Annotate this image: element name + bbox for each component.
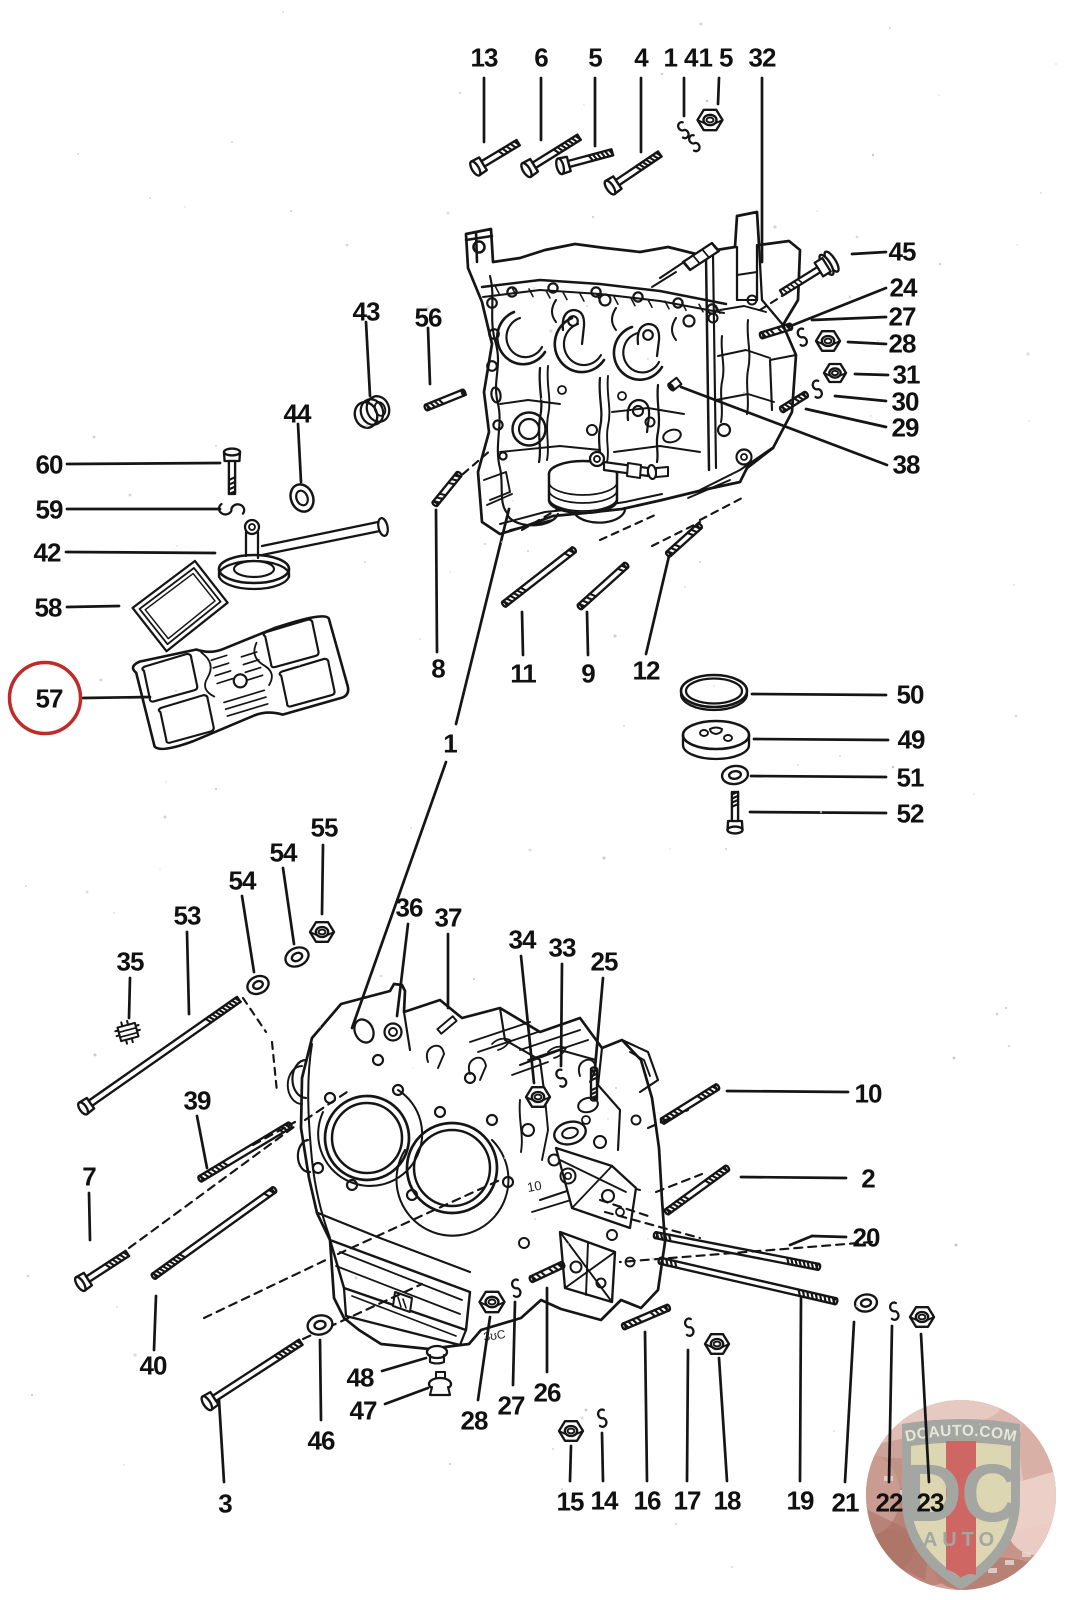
svg-text:19: 19 bbox=[787, 1486, 814, 1516]
svg-text:27: 27 bbox=[889, 302, 916, 332]
svg-text:7: 7 bbox=[82, 1162, 96, 1192]
svg-text:13: 13 bbox=[471, 43, 498, 73]
svg-text:DC: DC bbox=[903, 1448, 1019, 1539]
svg-text:40: 40 bbox=[140, 1351, 167, 1381]
svg-text:18: 18 bbox=[714, 1486, 741, 1516]
svg-text:43: 43 bbox=[353, 297, 380, 327]
svg-text:56: 56 bbox=[415, 303, 442, 333]
svg-text:60: 60 bbox=[36, 450, 63, 480]
svg-text:28: 28 bbox=[889, 329, 916, 359]
svg-text:50: 50 bbox=[897, 680, 924, 710]
svg-text:31: 31 bbox=[893, 360, 920, 390]
svg-text:4: 4 bbox=[634, 43, 649, 73]
svg-text:16: 16 bbox=[634, 1486, 661, 1516]
svg-text:55: 55 bbox=[311, 813, 338, 843]
svg-text:29: 29 bbox=[892, 413, 919, 443]
svg-text:15: 15 bbox=[699, 43, 740, 73]
svg-text:51: 51 bbox=[897, 763, 924, 793]
svg-text:10: 10 bbox=[855, 1079, 882, 1109]
svg-text:8: 8 bbox=[431, 654, 445, 684]
svg-text:46: 46 bbox=[308, 1426, 335, 1456]
svg-text:6: 6 bbox=[534, 43, 548, 73]
svg-text:35: 35 bbox=[117, 947, 144, 977]
svg-text:54: 54 bbox=[270, 838, 298, 868]
svg-text:37: 37 bbox=[435, 903, 462, 933]
svg-text:10: 10 bbox=[526, 1178, 543, 1195]
svg-text:42: 42 bbox=[34, 538, 61, 568]
svg-text:49: 49 bbox=[898, 725, 925, 755]
svg-text:25: 25 bbox=[591, 947, 618, 977]
svg-text:17: 17 bbox=[674, 1486, 701, 1516]
svg-text:28: 28 bbox=[461, 1406, 488, 1436]
svg-text:2: 2 bbox=[861, 1164, 875, 1194]
svg-text:52: 52 bbox=[897, 799, 924, 829]
svg-text:12: 12 bbox=[633, 656, 660, 686]
svg-text:3: 3 bbox=[218, 1489, 232, 1519]
svg-text:14: 14 bbox=[664, 43, 705, 73]
svg-text:59: 59 bbox=[36, 495, 63, 525]
svg-text:14: 14 bbox=[591, 1486, 619, 1516]
svg-text:1: 1 bbox=[443, 729, 457, 759]
svg-text:DCAUTO.COM: DCAUTO.COM bbox=[904, 1422, 1019, 1445]
svg-text:30: 30 bbox=[892, 387, 919, 417]
svg-text:AUTO: AUTO bbox=[923, 1529, 999, 1551]
svg-text:5: 5 bbox=[588, 43, 602, 73]
svg-text:33: 33 bbox=[549, 933, 576, 963]
svg-text:47: 47 bbox=[350, 1396, 377, 1426]
svg-text:54: 54 bbox=[229, 866, 257, 896]
svg-text:23: 23 bbox=[917, 1488, 944, 1518]
svg-text:36: 36 bbox=[396, 893, 423, 923]
svg-text:27: 27 bbox=[498, 1391, 525, 1421]
svg-text:22: 22 bbox=[876, 1488, 903, 1518]
svg-text:26: 26 bbox=[534, 1378, 561, 1408]
svg-text:38: 38 bbox=[893, 450, 920, 480]
svg-text:45: 45 bbox=[889, 237, 916, 267]
svg-text:53: 53 bbox=[174, 901, 201, 931]
svg-text:48: 48 bbox=[347, 1363, 374, 1393]
svg-text:57: 57 bbox=[36, 684, 63, 714]
svg-text:21: 21 bbox=[832, 1488, 859, 1518]
svg-text:34: 34 bbox=[509, 925, 537, 955]
svg-text:11: 11 bbox=[510, 659, 536, 689]
svg-text:24: 24 bbox=[890, 273, 918, 303]
svg-text:32: 32 bbox=[749, 43, 776, 73]
svg-text:15: 15 bbox=[557, 1487, 584, 1517]
svg-text:39: 39 bbox=[184, 1086, 211, 1116]
svg-text:58: 58 bbox=[35, 593, 62, 623]
svg-text:9: 9 bbox=[581, 659, 595, 689]
svg-text:20: 20 bbox=[853, 1223, 880, 1253]
svg-text:44: 44 bbox=[284, 399, 312, 429]
